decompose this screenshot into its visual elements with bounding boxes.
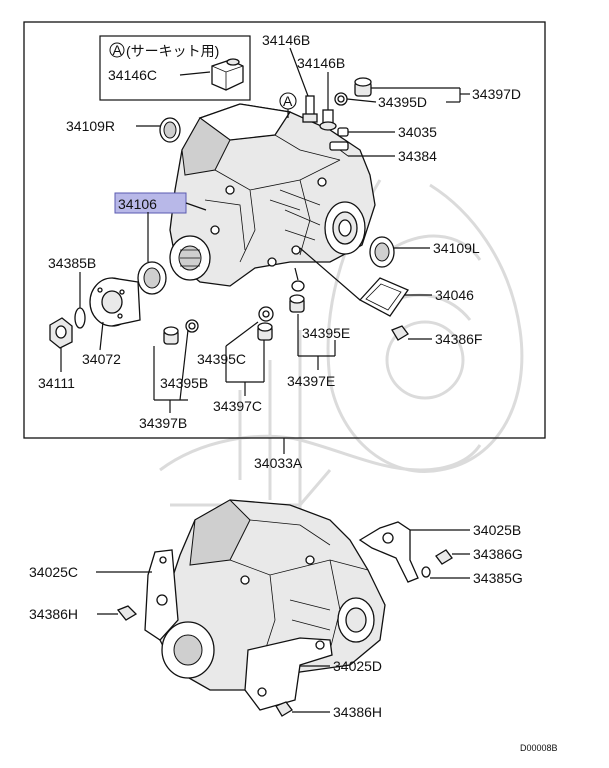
companion-flange-34072 [89, 277, 141, 351]
label-34385b: 34385B [48, 255, 96, 271]
plug-34397c [225, 306, 274, 396]
sensor-34146b [289, 47, 318, 123]
label-34111: 34111 [38, 375, 75, 391]
label-34025b: 34025B [473, 522, 521, 538]
oil-seal-34109r [159, 117, 181, 143]
bolt-34386h-bottom [275, 701, 330, 717]
label-34025d: 34025D [333, 658, 382, 674]
label-34385g: 34385G [473, 570, 523, 586]
bolt-34386g [435, 549, 470, 565]
label-34386h-left: 34386H [29, 606, 78, 622]
label-34386f: 34386F [435, 331, 482, 347]
callout-marker-a: A [283, 93, 293, 109]
differential-carrier-exploded: A [169, 92, 376, 287]
label-34395d: 34395D [378, 94, 427, 110]
label-34109l: 34109L [433, 240, 480, 256]
label-34146b-top: 34146B [262, 32, 310, 48]
bolt-34386f [391, 325, 432, 341]
bracket-34025d [244, 637, 333, 711]
label-34146b: 34146B [297, 55, 345, 71]
label-34395e: 34395E [302, 325, 350, 341]
nut-34111 [49, 317, 73, 372]
oil-seal-34109l [369, 236, 430, 268]
plug-34397d [334, 77, 470, 106]
bracket-34025b [358, 521, 470, 583]
label-34035: 34035 [398, 124, 437, 140]
label-34046: 34046 [435, 287, 474, 303]
label-34395b: 34395B [160, 375, 208, 391]
part-34106-highlight [114, 192, 207, 214]
label-34397d: 34397D [472, 86, 521, 102]
inset-note: (サーキット用) [126, 43, 219, 59]
footer-code: D00008B [520, 743, 558, 753]
label-34109r: 34109R [66, 118, 115, 134]
watermark-logo [159, 179, 524, 520]
label-34397b: 34397B [139, 415, 187, 431]
label-34397c: 34397C [213, 398, 262, 414]
label-34386g: 34386G [473, 546, 523, 562]
part-labels: 34146B 34146B 34109R 34395D 34397D 34035… [29, 32, 558, 753]
plug-34146b [319, 72, 337, 131]
cover-34046 [299, 247, 432, 317]
inset-marker: A [113, 42, 123, 58]
seal-34109-front [137, 212, 167, 295]
bracket-34025c [96, 549, 179, 641]
label-34033a: 34033A [254, 455, 303, 471]
label-34072: 34072 [82, 351, 121, 367]
label-34397e: 34397E [287, 373, 335, 389]
plug-34397b [153, 319, 199, 413]
label-34106: 34106 [118, 196, 157, 212]
vent-34384 [329, 141, 395, 157]
plug-34397e [289, 267, 336, 370]
bolt-34386h-left [97, 605, 138, 621]
inset-box: A (サーキット用) 34146C [99, 35, 251, 101]
inset-part-label: 34146C [108, 67, 157, 83]
circuit-sensor-part [211, 58, 244, 91]
bolt-34035 [337, 127, 395, 137]
label-34025c: 34025C [29, 564, 78, 580]
label-34395c: 34395C [197, 351, 246, 367]
washer-34385b [74, 272, 86, 329]
washer-34385g [421, 566, 470, 579]
label-34384: 34384 [398, 148, 437, 164]
label-34386h-bottom: 34386H [333, 704, 382, 720]
